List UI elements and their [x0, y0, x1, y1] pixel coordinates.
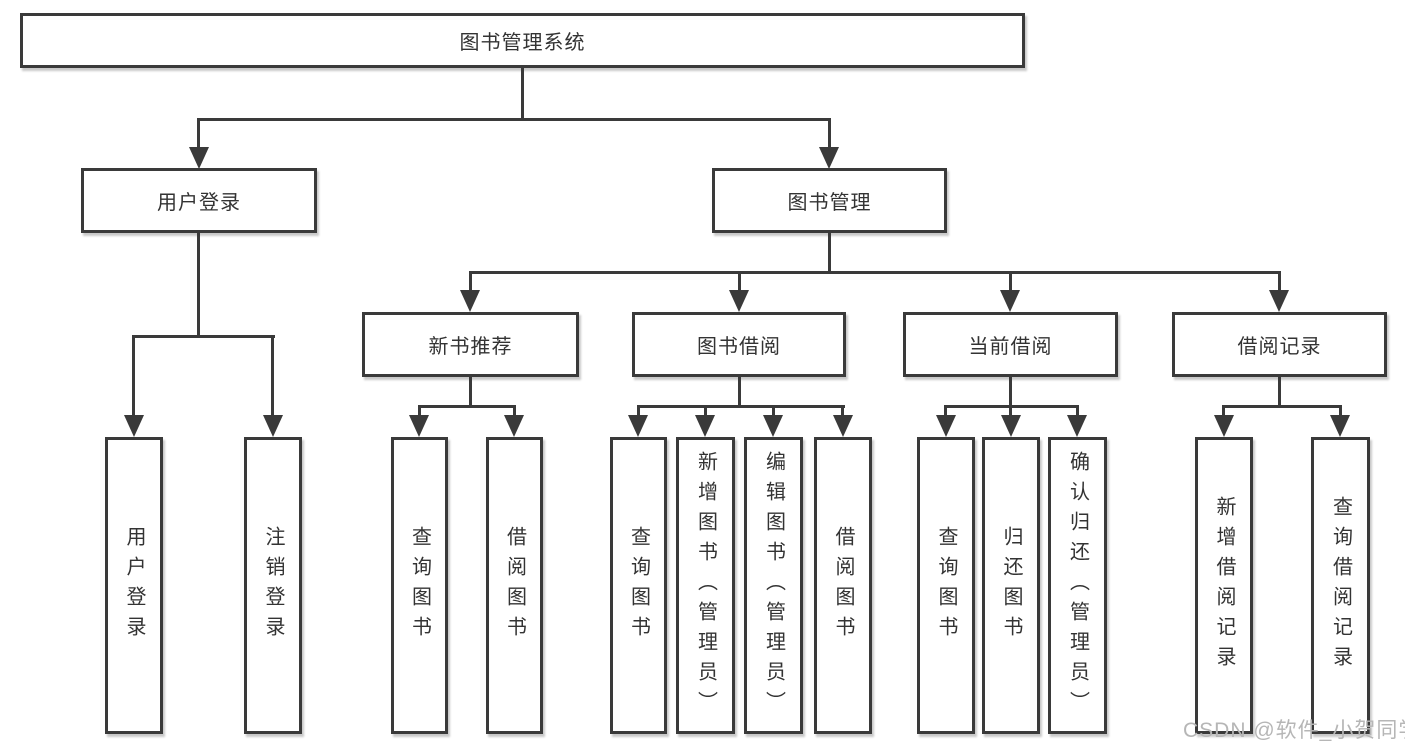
- node-label: 图书借阅: [697, 336, 781, 358]
- connector-line: [637, 405, 640, 417]
- arrow-down-icon: [628, 415, 648, 437]
- connector-line: [521, 68, 524, 120]
- node-confirm-return-admin: 确认归还（管理员）: [1048, 437, 1107, 734]
- node-borrow-books: 借阅图书: [814, 437, 872, 734]
- connector-line: [132, 335, 275, 338]
- node-user-login: 用户登录: [81, 168, 317, 233]
- arrow-down-icon: [460, 290, 480, 312]
- connector-line: [1278, 271, 1281, 292]
- arrow-down-icon: [695, 415, 715, 437]
- connector-line: [828, 233, 831, 273]
- arrow-down-icon: [263, 415, 283, 437]
- connector-line: [1222, 405, 1225, 417]
- connector-line: [197, 233, 200, 337]
- node-label: 新增图书（管理员）: [694, 450, 717, 721]
- connector-line: [1339, 405, 1342, 417]
- node-label: 用户登录: [157, 192, 241, 214]
- node-label: 图书管理系统: [459, 32, 586, 54]
- node-label: 当前借阅: [968, 336, 1053, 358]
- connector-line: [469, 271, 1281, 274]
- node-book-borrowing: 图书借阅: [632, 312, 846, 377]
- arrow-down-icon: [819, 147, 839, 169]
- arrow-down-icon: [189, 147, 209, 169]
- node-edit-book-admin: 编辑图书（管理员）: [744, 437, 803, 734]
- connector-line: [944, 405, 947, 417]
- arrow-down-icon: [1001, 415, 1021, 437]
- node-library-management-system: 图书管理系统: [20, 13, 1025, 68]
- connector-line: [704, 405, 707, 417]
- connector-line: [1278, 375, 1281, 407]
- node-new-book-recommendation: 新书推荐: [362, 312, 579, 377]
- node-label: 编辑图书（管理员）: [762, 450, 785, 721]
- node-return-books: 归还图书: [982, 437, 1040, 734]
- node-query-books: 查询图书: [391, 437, 448, 734]
- connector-line: [1009, 271, 1012, 292]
- node-current-borrowing: 当前借阅: [903, 312, 1118, 377]
- connector-line: [418, 405, 516, 408]
- arrow-down-icon: [1269, 290, 1289, 312]
- node-label: 注销登录: [262, 525, 284, 646]
- arrow-down-icon: [833, 415, 853, 437]
- node-label: 新书推荐: [428, 336, 513, 358]
- node-borrow-books: 借阅图书: [486, 437, 543, 734]
- node-label: 借阅记录: [1237, 336, 1322, 358]
- arrow-down-icon: [504, 415, 524, 437]
- node-user-login-leaf: 用户登录: [105, 437, 163, 734]
- node-book-management: 图书管理: [712, 168, 947, 233]
- node-label: 查询借阅记录: [1329, 495, 1352, 676]
- connector-line: [469, 271, 472, 292]
- arrow-down-icon: [763, 415, 783, 437]
- connector-line: [513, 405, 516, 417]
- connector-line: [1009, 375, 1012, 407]
- arrow-down-icon: [124, 415, 144, 437]
- arrow-down-icon: [1214, 415, 1234, 437]
- node-query-books: 查询图书: [610, 437, 667, 734]
- node-label: 借阅图书: [503, 525, 526, 646]
- watermark: CSDN @软件_小贺同学: [1183, 719, 1405, 742]
- node-label: 查询图书: [408, 525, 431, 646]
- node-label: 归还图书: [1000, 525, 1022, 646]
- connector-line: [469, 375, 472, 407]
- arrow-down-icon: [729, 290, 749, 312]
- node-label: 借阅图书: [832, 525, 854, 646]
- connector-line: [271, 335, 274, 417]
- arrow-down-icon: [1000, 290, 1020, 312]
- connector-line: [841, 405, 844, 417]
- node-query-borrow-record: 查询借阅记录: [1311, 437, 1370, 734]
- connector-line: [418, 405, 421, 417]
- node-label: 查询图书: [935, 525, 957, 646]
- node-add-borrow-record: 新增借阅记录: [1195, 437, 1253, 734]
- connector-line: [197, 118, 200, 149]
- node-label: 查询图书: [627, 525, 650, 646]
- arrow-down-icon: [1067, 415, 1087, 437]
- arrow-down-icon: [936, 415, 956, 437]
- connector-line: [828, 118, 831, 149]
- connector-line: [738, 271, 741, 292]
- connector-line: [772, 405, 775, 417]
- connector-line: [1222, 405, 1342, 408]
- connector-line: [738, 375, 741, 407]
- node-add-book-admin: 新增图书（管理员）: [676, 437, 735, 734]
- node-borrowing-records: 借阅记录: [1172, 312, 1387, 377]
- node-query-books: 查询图书: [917, 437, 975, 734]
- node-label: 用户登录: [123, 525, 145, 646]
- node-label: 图书管理: [787, 192, 872, 214]
- node-label: 确认归还（管理员）: [1066, 450, 1089, 721]
- connector-line: [637, 405, 845, 408]
- node-logout: 注销登录: [244, 437, 302, 734]
- connector-line: [132, 335, 135, 417]
- node-label: 新增借阅记录: [1213, 495, 1235, 676]
- arrow-down-icon: [1330, 415, 1350, 437]
- connector-line: [1076, 405, 1079, 417]
- connector-line: [197, 118, 831, 121]
- arrow-down-icon: [409, 415, 429, 437]
- connector-line: [1009, 405, 1012, 417]
